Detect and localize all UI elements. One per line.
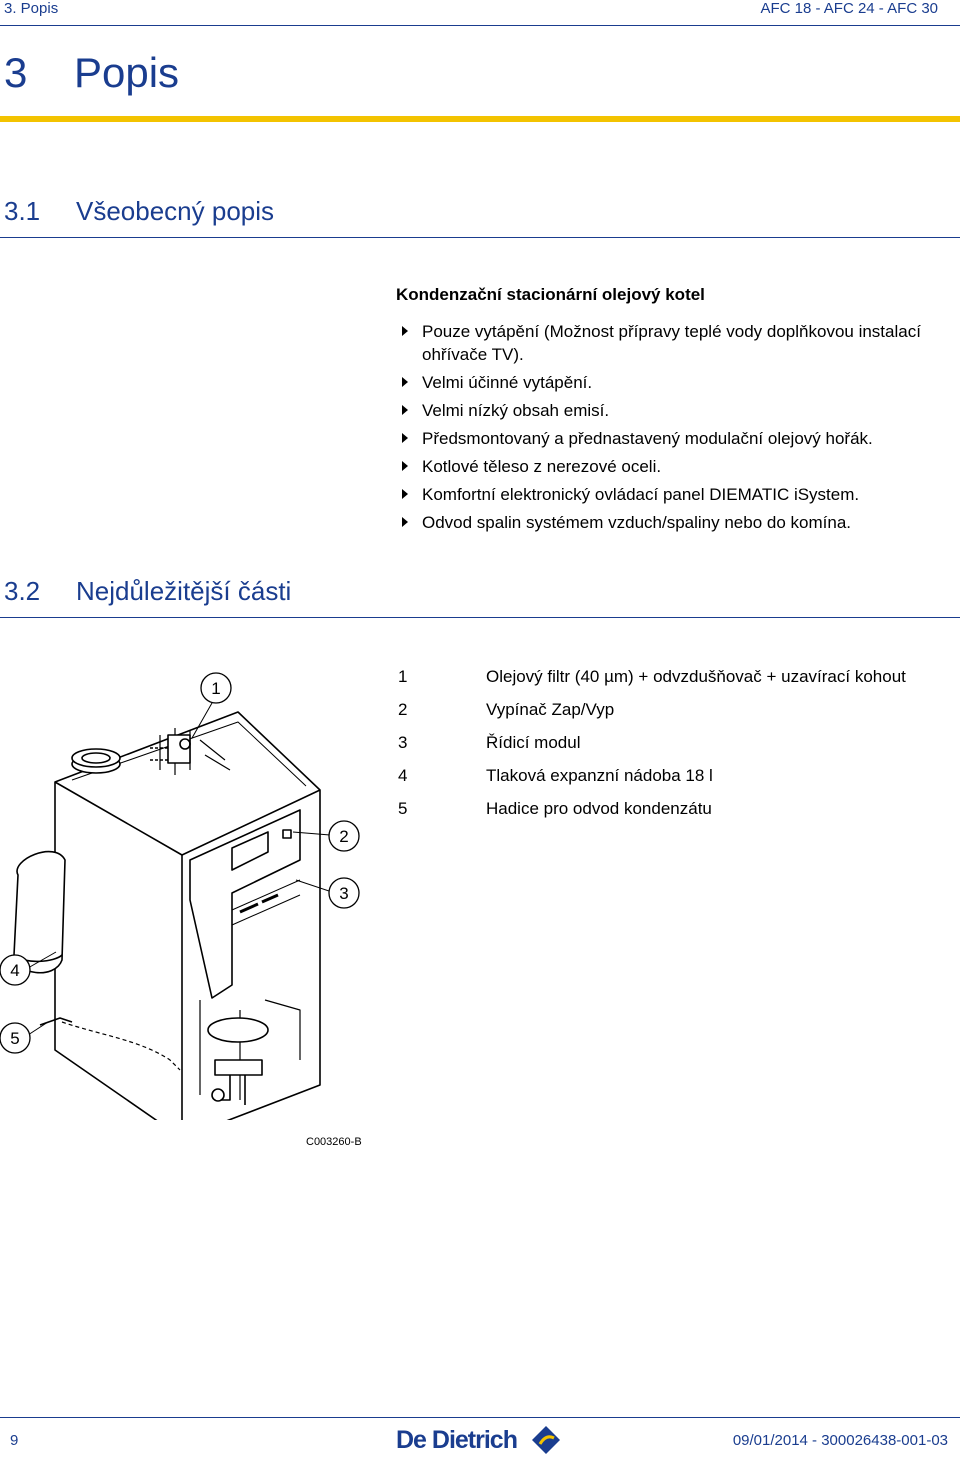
legend-row: 2 Vypínač Zap/Vyp xyxy=(398,693,958,726)
section-3-1-heading: 3.1 Všeobecný popis xyxy=(4,196,274,227)
list-item: Odvod spalin systémem vzduch/spaliny neb… xyxy=(400,511,940,534)
list-item: Předsmontovaný a přednastavený modulační… xyxy=(400,427,940,450)
callout-1-label: 1 xyxy=(211,679,220,698)
section-number: 3.1 xyxy=(4,196,41,226)
legend-text: Olejový filtr (40 µm) + odvzdušňovač + u… xyxy=(486,666,906,686)
triangle-bullet-icon xyxy=(402,433,408,443)
section-3-2-heading: 3.2 Nejdůležitější části xyxy=(4,576,291,607)
list-item: Velmi účinné vytápění. xyxy=(400,371,940,394)
legend-text: Tlaková expanzní nádoba 18 l xyxy=(486,765,713,785)
page-title: 3 Popis xyxy=(4,49,179,97)
callout-4-marker xyxy=(0,954,31,986)
legend-row: 4 Tlaková expanzní nádoba 18 l xyxy=(398,759,958,792)
boiler-illustration: 1 2 3 4 5 xyxy=(0,672,360,1120)
figure-code: C003260-B xyxy=(306,1136,362,1148)
triangle-bullet-icon xyxy=(402,461,408,471)
list-item: Pouze vytápění (Možnost přípravy teplé v… xyxy=(400,320,940,366)
legend-text: Hadice pro odvod kondenzátu xyxy=(486,798,712,818)
section-number: 3.2 xyxy=(4,576,41,606)
callout-4-label: 4 xyxy=(10,961,19,980)
callout-5-label: 5 xyxy=(10,1029,19,1048)
de-dietrich-logo: De Dietrich xyxy=(396,1426,560,1454)
legend-text: Vypínač Zap/Vyp xyxy=(486,699,615,719)
callout-2-marker xyxy=(328,820,360,852)
legend-number: 2 xyxy=(398,699,408,719)
callout-3-marker xyxy=(328,877,360,909)
title-underline xyxy=(0,116,960,122)
legend-text: Řídicí modul xyxy=(486,732,581,752)
list-item: Velmi nízký obsah emisí. xyxy=(400,399,940,422)
legend-row: 1 Olejový filtr (40 µm) + odvzdušňovač + … xyxy=(398,660,958,693)
triangle-bullet-icon xyxy=(402,326,408,336)
legend-row: 5 Hadice pro odvod kondenzátu xyxy=(398,792,958,825)
legend-number: 4 xyxy=(398,765,408,785)
section-3-1-divider xyxy=(0,237,960,238)
legend-number: 3 xyxy=(398,732,408,752)
triangle-bullet-icon xyxy=(402,377,408,387)
callout-2-label: 2 xyxy=(339,827,348,846)
section-3-2-divider xyxy=(0,617,960,618)
footer-divider xyxy=(0,1417,960,1418)
triangle-bullet-icon xyxy=(402,489,408,499)
callout-1-marker xyxy=(200,672,232,704)
legend-number: 1 xyxy=(398,666,408,686)
triangle-bullet-icon xyxy=(402,405,408,415)
parts-legend: 1 Olejový filtr (40 µm) + odvzdušňovač + … xyxy=(398,660,958,825)
triangle-bullet-icon xyxy=(402,517,408,527)
document-reference: 09/01/2014 - 300026438-001-03 xyxy=(732,1432,948,1449)
chapter-title: Popis xyxy=(74,49,180,96)
list-item: Komfortní elektronický ovládací panel DI… xyxy=(400,483,940,506)
header-product: AFC 18 - AFC 24 - AFC 30 xyxy=(760,0,938,17)
section-title: Nejdůležitější části xyxy=(76,576,292,606)
header-section: 3. Popis xyxy=(4,0,59,17)
callout-3-label: 3 xyxy=(339,884,348,903)
chapter-number: 3 xyxy=(4,49,28,96)
page-number: 9 xyxy=(10,1432,19,1449)
section-title: Všeobecný popis xyxy=(76,196,275,226)
feature-list: Pouze vytápění (Možnost přípravy teplé v… xyxy=(400,320,940,539)
header-divider xyxy=(0,25,960,26)
legend-number: 5 xyxy=(398,798,408,818)
intro-text: Kondenzační stacionární olejový kotel xyxy=(396,285,705,304)
callout-5-marker xyxy=(0,1022,31,1054)
svg-text:De Dietrich: De Dietrich xyxy=(396,1426,517,1454)
list-item: Kotlové těleso z nerezové oceli. xyxy=(400,455,940,478)
legend-row: 3 Řídicí modul xyxy=(398,726,958,759)
